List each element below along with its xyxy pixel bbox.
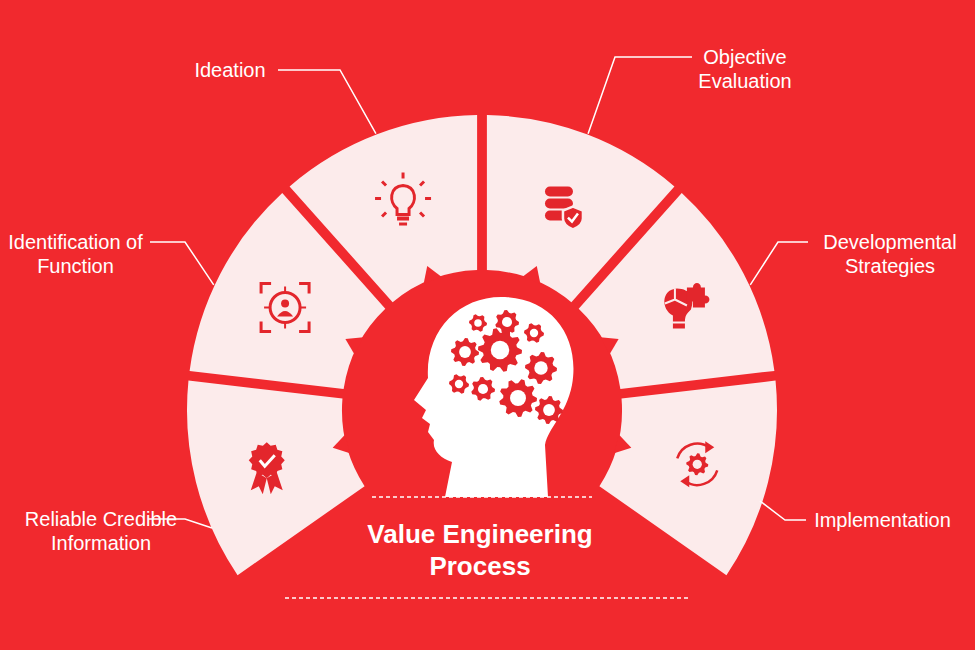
cycle-arrow bbox=[685, 470, 717, 485]
gear-hub bbox=[491, 341, 509, 359]
step-label: Implementation bbox=[805, 508, 960, 532]
gear bbox=[495, 310, 519, 334]
gear bbox=[478, 328, 522, 371]
gear-hub bbox=[478, 384, 488, 394]
gear-hub bbox=[534, 361, 547, 374]
fan-segment bbox=[290, 115, 478, 302]
bulb-rays bbox=[375, 173, 431, 217]
fan-segment bbox=[599, 381, 777, 576]
segment-notch bbox=[424, 266, 442, 284]
leader-line bbox=[760, 501, 806, 520]
fan-segment bbox=[187, 381, 365, 576]
segment-notch bbox=[345, 337, 363, 354]
target-ring bbox=[270, 292, 300, 322]
database-disk bbox=[545, 187, 573, 197]
bulb-base bbox=[397, 217, 409, 221]
icon-group bbox=[249, 173, 717, 495]
bulb-base bbox=[399, 223, 407, 226]
segment-notch bbox=[522, 266, 540, 284]
step-label: Ideation bbox=[170, 58, 290, 82]
segment-group bbox=[187, 115, 777, 575]
target-corners bbox=[261, 283, 309, 331]
check-mark bbox=[260, 455, 275, 466]
fan-segment bbox=[579, 193, 775, 389]
gear bbox=[535, 396, 563, 424]
gear bbox=[525, 352, 557, 384]
puzzle-seams bbox=[665, 288, 687, 305]
step-label: Developmental Strategies bbox=[815, 230, 965, 278]
gear bbox=[449, 374, 469, 393]
person-head bbox=[281, 299, 289, 307]
cycle-gear-icon bbox=[677, 441, 717, 487]
dashed-line bbox=[285, 597, 690, 599]
shield bbox=[563, 207, 583, 230]
gear-hub bbox=[455, 380, 463, 388]
gear-hub bbox=[693, 460, 702, 469]
badge-body bbox=[249, 442, 285, 478]
gear bbox=[524, 323, 544, 342]
gear bbox=[469, 314, 487, 331]
gear bbox=[451, 338, 479, 366]
segment-notch bbox=[333, 435, 350, 454]
target-ticks bbox=[264, 286, 306, 328]
bulb-base bbox=[673, 323, 685, 328]
gear-hub bbox=[530, 329, 538, 337]
gear-hub bbox=[474, 319, 482, 327]
gear-hub bbox=[510, 390, 526, 406]
gear bbox=[499, 379, 537, 417]
step-label: Objective Evaluation bbox=[680, 45, 810, 93]
leader-line bbox=[278, 70, 376, 134]
arrow-head bbox=[705, 441, 714, 453]
step-label: Identification of Function bbox=[8, 230, 143, 278]
person-body bbox=[277, 311, 293, 317]
bulb-outline bbox=[392, 186, 415, 215]
segment-notch bbox=[601, 337, 619, 354]
badge-icon bbox=[249, 442, 285, 494]
leader-line bbox=[750, 242, 808, 285]
leader-line bbox=[150, 242, 214, 285]
segment-notch bbox=[614, 435, 631, 454]
target-icon bbox=[261, 283, 309, 331]
arrow-head bbox=[680, 475, 689, 487]
gear-hub bbox=[459, 346, 471, 358]
head-silhouette bbox=[414, 297, 573, 497]
lightbulb-icon bbox=[375, 173, 431, 226]
cycle-arrow bbox=[677, 444, 709, 459]
puzzle-piece bbox=[687, 283, 710, 308]
gear bbox=[686, 453, 708, 475]
gear-hub bbox=[502, 317, 512, 327]
check-mark bbox=[568, 214, 578, 222]
puzzle-bulb-icon bbox=[664, 283, 709, 329]
gear bbox=[471, 377, 495, 401]
leader-line bbox=[588, 57, 692, 134]
database-icon bbox=[545, 187, 583, 230]
step-label: Reliable Credible Information bbox=[6, 507, 196, 555]
diagram-title: Value Engineering Process bbox=[330, 518, 630, 582]
gear-hub bbox=[543, 404, 555, 416]
gear-cluster bbox=[449, 310, 563, 424]
